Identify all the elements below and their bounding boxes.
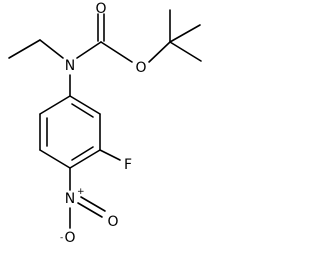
ring-bond-c6-c1: [39, 95, 71, 115]
atom-n-nitro: N: [65, 191, 75, 207]
ring-inner-double-1: [71, 103, 94, 118]
atom-f: F: [124, 157, 132, 173]
atom-n-amine: N: [65, 58, 75, 74]
bond-carbonyl-oester: [100, 41, 133, 63]
ring-inner-double-2: [71, 146, 94, 161]
ring-bond-c3-c4: [69, 149, 101, 169]
ring-bond-c1-c2: [69, 95, 101, 115]
bond-ring-f: [99, 149, 121, 161]
atom-o-nitro-bottom: O: [64, 230, 75, 246]
bond-nnitro-oright-double-2: [80, 196, 106, 212]
bond-n-carbonyl: [76, 41, 102, 59]
chemical-structure: N O O F N + O - O: [8, 1, 202, 246]
bond-tbu-methyl-bottom: [169, 41, 202, 62]
charge-o-nitro-bottom: -: [60, 233, 63, 243]
bond-ethyl-ch2-n: [39, 39, 64, 59]
atom-o-carbonyl: O: [95, 1, 106, 17]
bond-ethyl-ch3-ch2: [8, 39, 41, 59]
bond-oester-tbu: [148, 41, 171, 63]
ring-bond-c4-c5: [39, 149, 71, 169]
bond-nnitro-oright-double-1: [77, 202, 103, 218]
bond-tbu-methyl-right: [169, 24, 201, 43]
atom-o-ester: O: [135, 60, 146, 76]
charge-n-nitro: +: [77, 187, 85, 197]
atom-o-nitro-right: O: [107, 214, 118, 230]
